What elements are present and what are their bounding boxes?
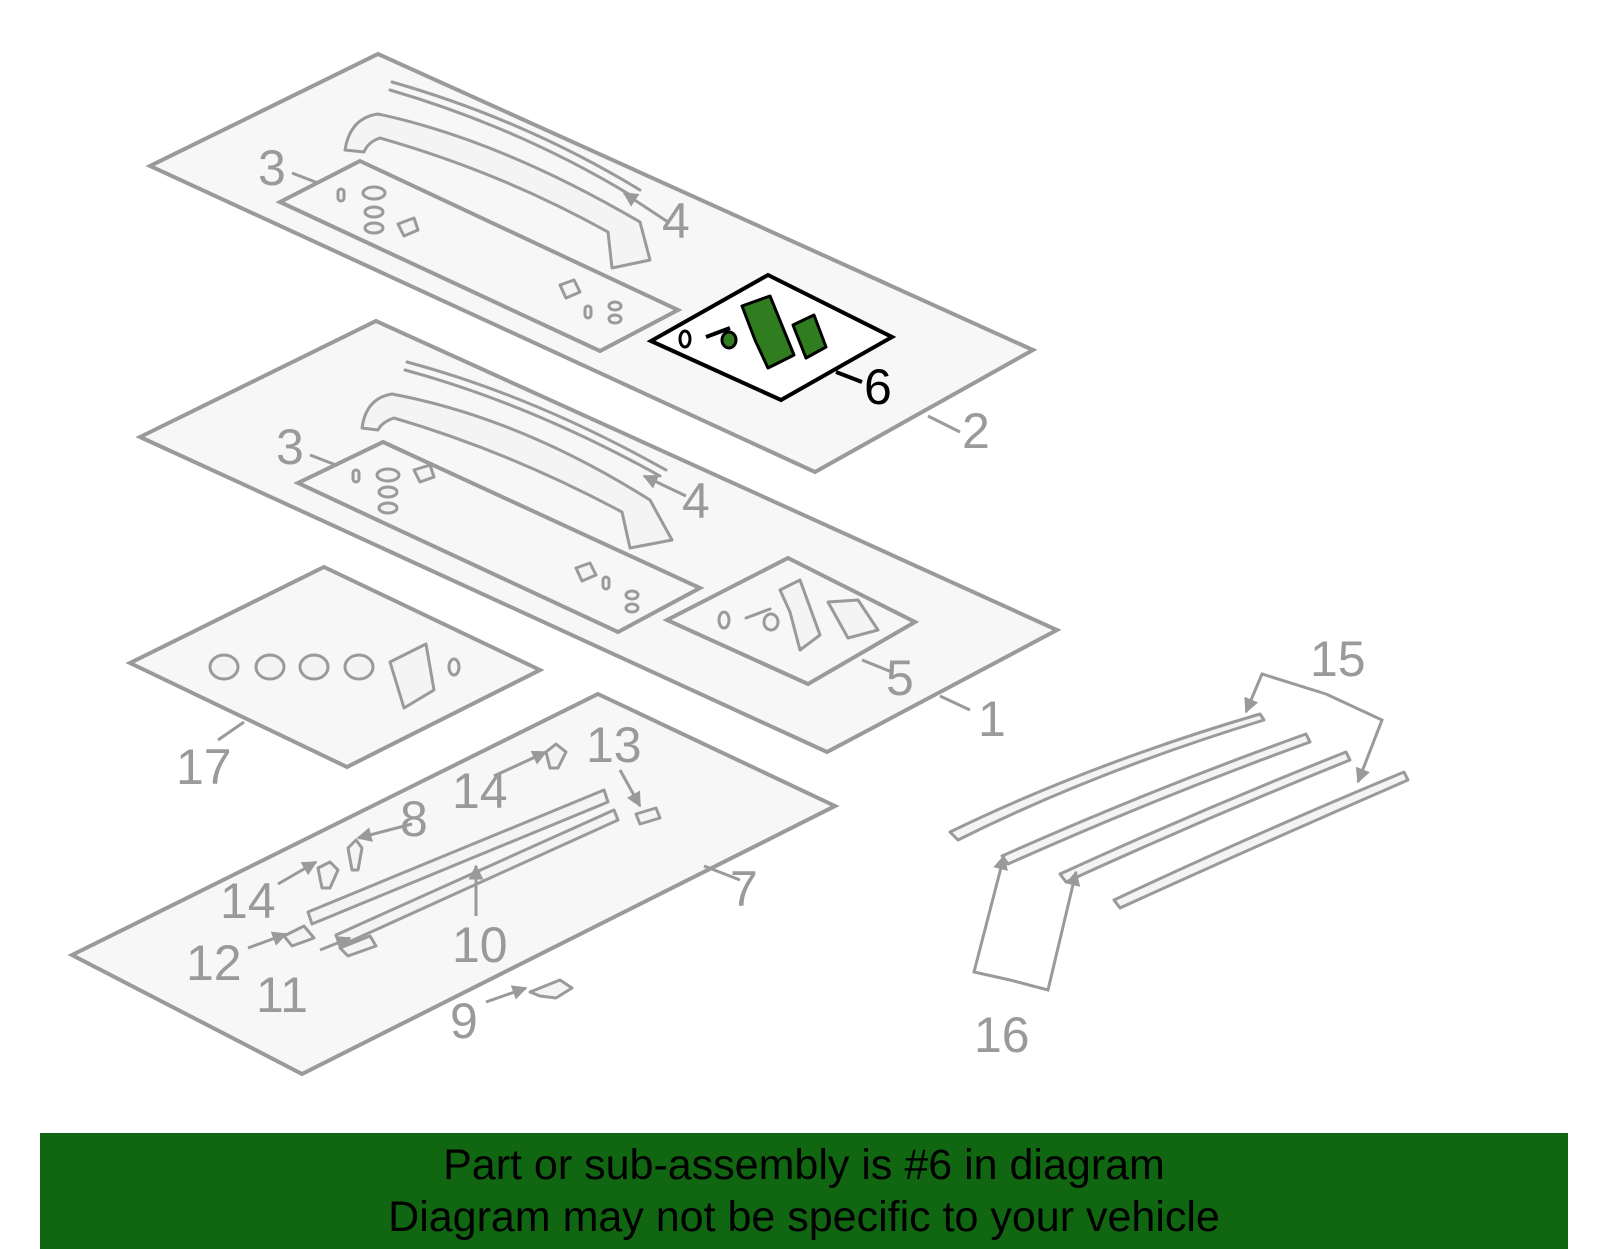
info-banner: Part or sub-assembly is #6 in diagram Di…: [40, 1133, 1568, 1249]
label-1: 1: [978, 691, 1006, 747]
label-17: 17: [176, 739, 232, 795]
label-4-top: 4: [662, 193, 690, 249]
part-6-leader: [835, 370, 863, 384]
label-8: 8: [400, 791, 428, 847]
molding-strips: [948, 712, 1410, 910]
label-9: 9: [450, 993, 478, 1049]
assembly-17-panel: [125, 564, 545, 770]
label-2: 2: [962, 403, 990, 459]
leader-lines: [217, 171, 1384, 1004]
label-11: 11: [256, 967, 308, 1023]
label-7: 7: [730, 861, 758, 917]
callout-labels: 2 3 4 6 3 4 5 1 17 13 14 8 14 7 10 12 11…: [176, 140, 1366, 1063]
label-5: 5: [886, 650, 914, 706]
parts-diagram: 2 3 4 6 3 4 5 1 17 13 14 8 14 7 10 12 11…: [67, 51, 1410, 1077]
label-3-top: 3: [258, 140, 286, 196]
label-10: 10: [452, 917, 508, 973]
label-12: 12: [186, 935, 242, 991]
assembly-1-panel: [135, 318, 1062, 755]
label-15: 15: [1310, 631, 1366, 687]
label-14-upper: 14: [452, 763, 508, 819]
label-4-mid: 4: [682, 473, 710, 529]
label-16: 16: [974, 1007, 1030, 1063]
label-13: 13: [586, 717, 642, 773]
label-3-mid: 3: [276, 419, 304, 475]
banner-line-part: Part or sub-assembly is #6 in diagram: [443, 1141, 1165, 1189]
part-6-highlight[interactable]: [646, 272, 897, 403]
banner-line-disclaimer: Diagram may not be specific to your vehi…: [388, 1193, 1220, 1241]
label-14-lower: 14: [220, 873, 276, 929]
label-6[interactable]: 6: [864, 359, 892, 415]
